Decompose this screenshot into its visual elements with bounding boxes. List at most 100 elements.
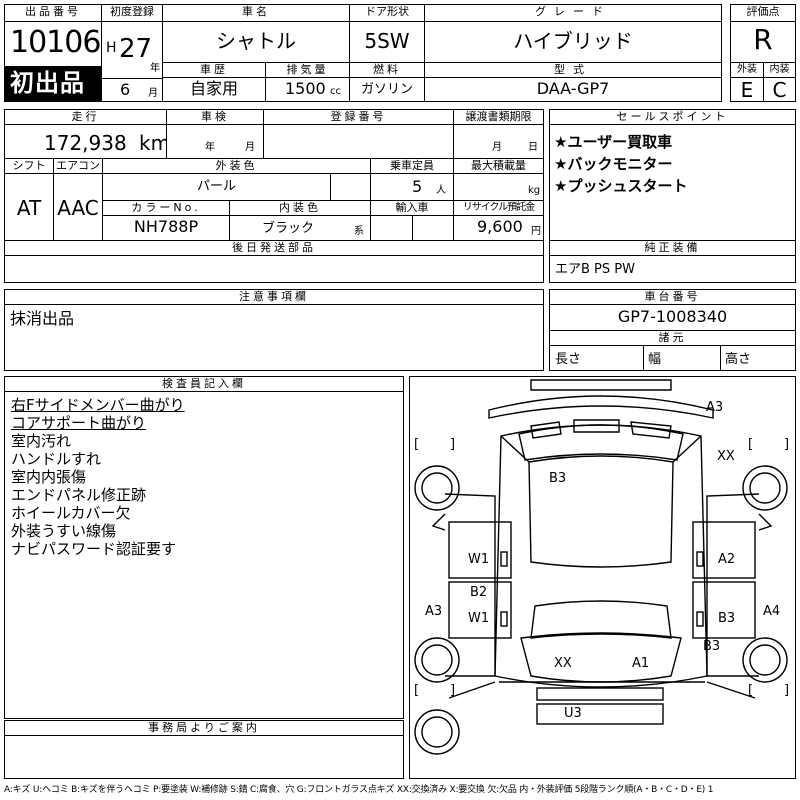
int-color-label: 内装色 <box>229 200 371 216</box>
first-listing-badge <box>4 66 102 102</box>
office-label: 事務局よりご案内 <box>4 720 404 736</box>
inspector-line: ハンドルすれ <box>11 450 102 468</box>
grade: ハイブリッド <box>513 29 633 53</box>
height-cell <box>720 345 796 371</box>
spare-wheel <box>414 709 460 755</box>
specs-label: 諸元 <box>549 330 796 346</box>
score: R <box>753 23 773 56</box>
interior-grade: C <box>772 78 787 102</box>
later-parts-label: 後日発送部品 <box>4 240 544 256</box>
bracket-rl-close: ] <box>450 683 456 698</box>
lot-number-cell <box>4 21 102 67</box>
mark-right-rear-fender: B3 <box>703 639 721 654</box>
later-parts-cell <box>4 255 544 283</box>
door-type: 5SW <box>364 29 410 53</box>
equipment: エアB PS PW <box>555 262 635 277</box>
right-body-side <box>706 493 760 677</box>
load-unit: kg <box>528 185 541 196</box>
inspector-line: 室内汚れ <box>11 432 72 450</box>
front-bumper-arc <box>488 395 714 419</box>
inspector-line: ナビパスワード認証要す <box>11 540 177 558</box>
windshield <box>518 424 684 461</box>
color-no: NH788P <box>133 217 199 236</box>
mark-rear-bumper: U3 <box>564 706 582 721</box>
displacement-label: 排気量 <box>265 62 350 78</box>
reg-month-unit: 月 <box>148 88 158 99</box>
mark-left-front-door: W1 <box>468 552 490 567</box>
fuel-label: 燃料 <box>349 62 425 78</box>
width-cell <box>643 345 721 371</box>
transfer-day-unit: 日 <box>528 142 538 153</box>
sales-points-cell: ★ユーザー買取車 ★バックモニター ★プッシュスタート <box>549 124 796 241</box>
car-name-label: 車名 <box>162 4 350 22</box>
mark-left-rear-door: W1 <box>468 611 490 626</box>
import-label: 輸入車 <box>370 200 454 216</box>
inspector-cell: 右Fサイドメンバー曲がり コアサポート曲がり 室内汚れ ハンドルすれ 室内内張傷… <box>4 391 404 719</box>
plate-label: 登録番号 <box>263 109 454 125</box>
ext-color-label: 外装色 <box>102 158 371 174</box>
first-listing-text: 初出品 <box>10 69 85 97</box>
equipment-cell <box>549 255 796 283</box>
exterior-label: 外装 <box>730 62 764 78</box>
height-label: 高さ <box>725 352 752 367</box>
inspection-label: 車検 <box>166 109 264 125</box>
car-name: シャトル <box>216 29 296 53</box>
reg-year-unit: 年 <box>150 63 160 74</box>
sales-point: ★プッシュスタート <box>554 177 688 195</box>
sales-point: ★ユーザー買取車 <box>554 133 673 151</box>
bracket-fl-open: [ <box>414 437 420 452</box>
inspector-line: 室内内張傷 <box>11 468 87 486</box>
first-reg-label: 初度登録 <box>101 4 163 22</box>
grade-label: グレード <box>424 4 722 22</box>
fuel: ガソリン <box>360 82 413 97</box>
reg-year: 27 <box>119 34 153 64</box>
model-cell <box>424 77 722 102</box>
grade-cell <box>424 21 722 63</box>
history-label: 車歴 <box>162 62 266 78</box>
door-type-label: ドア形状 <box>349 4 425 22</box>
inspector-line: 外装うすい線傷 <box>11 522 117 540</box>
bracket-rr-close: ] <box>784 683 790 698</box>
score-label: 評価点 <box>730 4 796 22</box>
interior-cell <box>763 77 796 102</box>
model: DAA-GP7 <box>536 79 610 98</box>
length-cell <box>549 345 644 371</box>
exterior-grade: E <box>740 78 754 102</box>
mark-right-front-door: A2 <box>718 552 736 567</box>
sales-points-label: セールスポイント <box>549 109 796 125</box>
capacity-unit: 人 <box>436 185 446 196</box>
inspection-year-unit: 年 <box>205 142 215 153</box>
transfer-month-unit: 月 <box>492 142 502 153</box>
notes-value: 抹消出品 <box>10 309 75 328</box>
rear-bumper-bottom <box>536 703 664 725</box>
recycle-unit: 円 <box>531 226 541 237</box>
office-cell <box>4 735 404 779</box>
color-no-label: カラーNo. <box>102 200 230 216</box>
shift: AT <box>16 196 42 220</box>
tailgate <box>520 632 682 683</box>
mark-left-rear-label: B2 <box>470 585 488 600</box>
length-label: 長さ <box>555 352 582 367</box>
mark-right-quarter: A4 <box>763 604 781 619</box>
lot-number-label: 出品番号 <box>4 4 102 22</box>
lot-number: 10106 <box>10 25 101 60</box>
sales-point: ★バックモニター <box>554 155 673 173</box>
inspector-label: 検査員記入欄 <box>4 376 404 392</box>
rear-right-wheel <box>742 637 788 683</box>
ac-label: エアコン <box>53 158 103 174</box>
import-cell-left <box>370 215 413 241</box>
front-bumper-shape <box>530 379 672 391</box>
door-type-cell <box>349 21 425 63</box>
right-rear-door <box>692 581 756 639</box>
mileage-unit: km <box>139 131 171 155</box>
mark-roof: B3 <box>549 471 567 486</box>
bracket-rr-open: [ <box>748 683 754 698</box>
transfer-label: 譲渡書類期限 <box>453 109 544 125</box>
int-color: ブラック <box>262 221 315 236</box>
capacity-label: 乗車定員 <box>370 158 454 174</box>
damage-legend: A:キズ U:ヘコミ B:キズを伴うヘコミ P:要塗装 W:補修跡 S:錆 C:… <box>4 785 714 795</box>
transfer-cell <box>453 124 544 159</box>
reg-month: 6 <box>120 80 131 99</box>
displacement-cell <box>265 77 350 102</box>
chassis-cell <box>549 304 796 331</box>
